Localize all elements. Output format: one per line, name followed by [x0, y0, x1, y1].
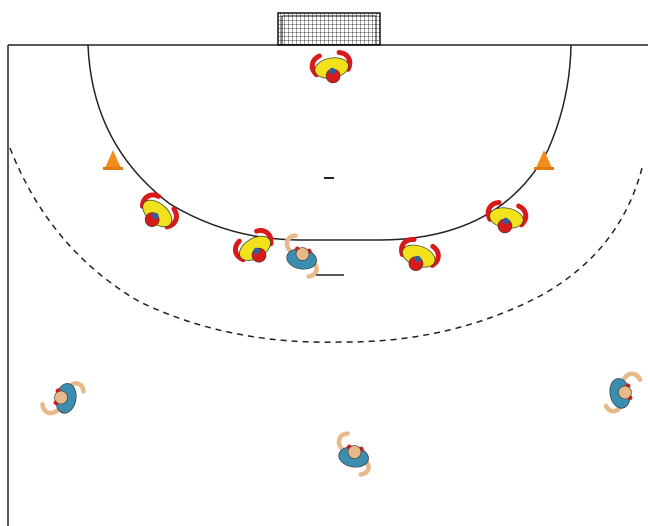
goal-net [278, 13, 380, 45]
defender-left-wing [133, 191, 181, 237]
defender-right-back [396, 237, 441, 277]
goalkeeper [311, 51, 353, 86]
court-lines [8, 45, 648, 526]
attacker-center [334, 432, 374, 475]
defender-right-wing [485, 201, 527, 236]
cone-right [534, 150, 554, 170]
cone-left [103, 150, 123, 170]
goal [278, 13, 380, 45]
attacker-pivot [282, 234, 322, 277]
attacker-right [601, 373, 644, 413]
attacker-left [41, 378, 84, 418]
